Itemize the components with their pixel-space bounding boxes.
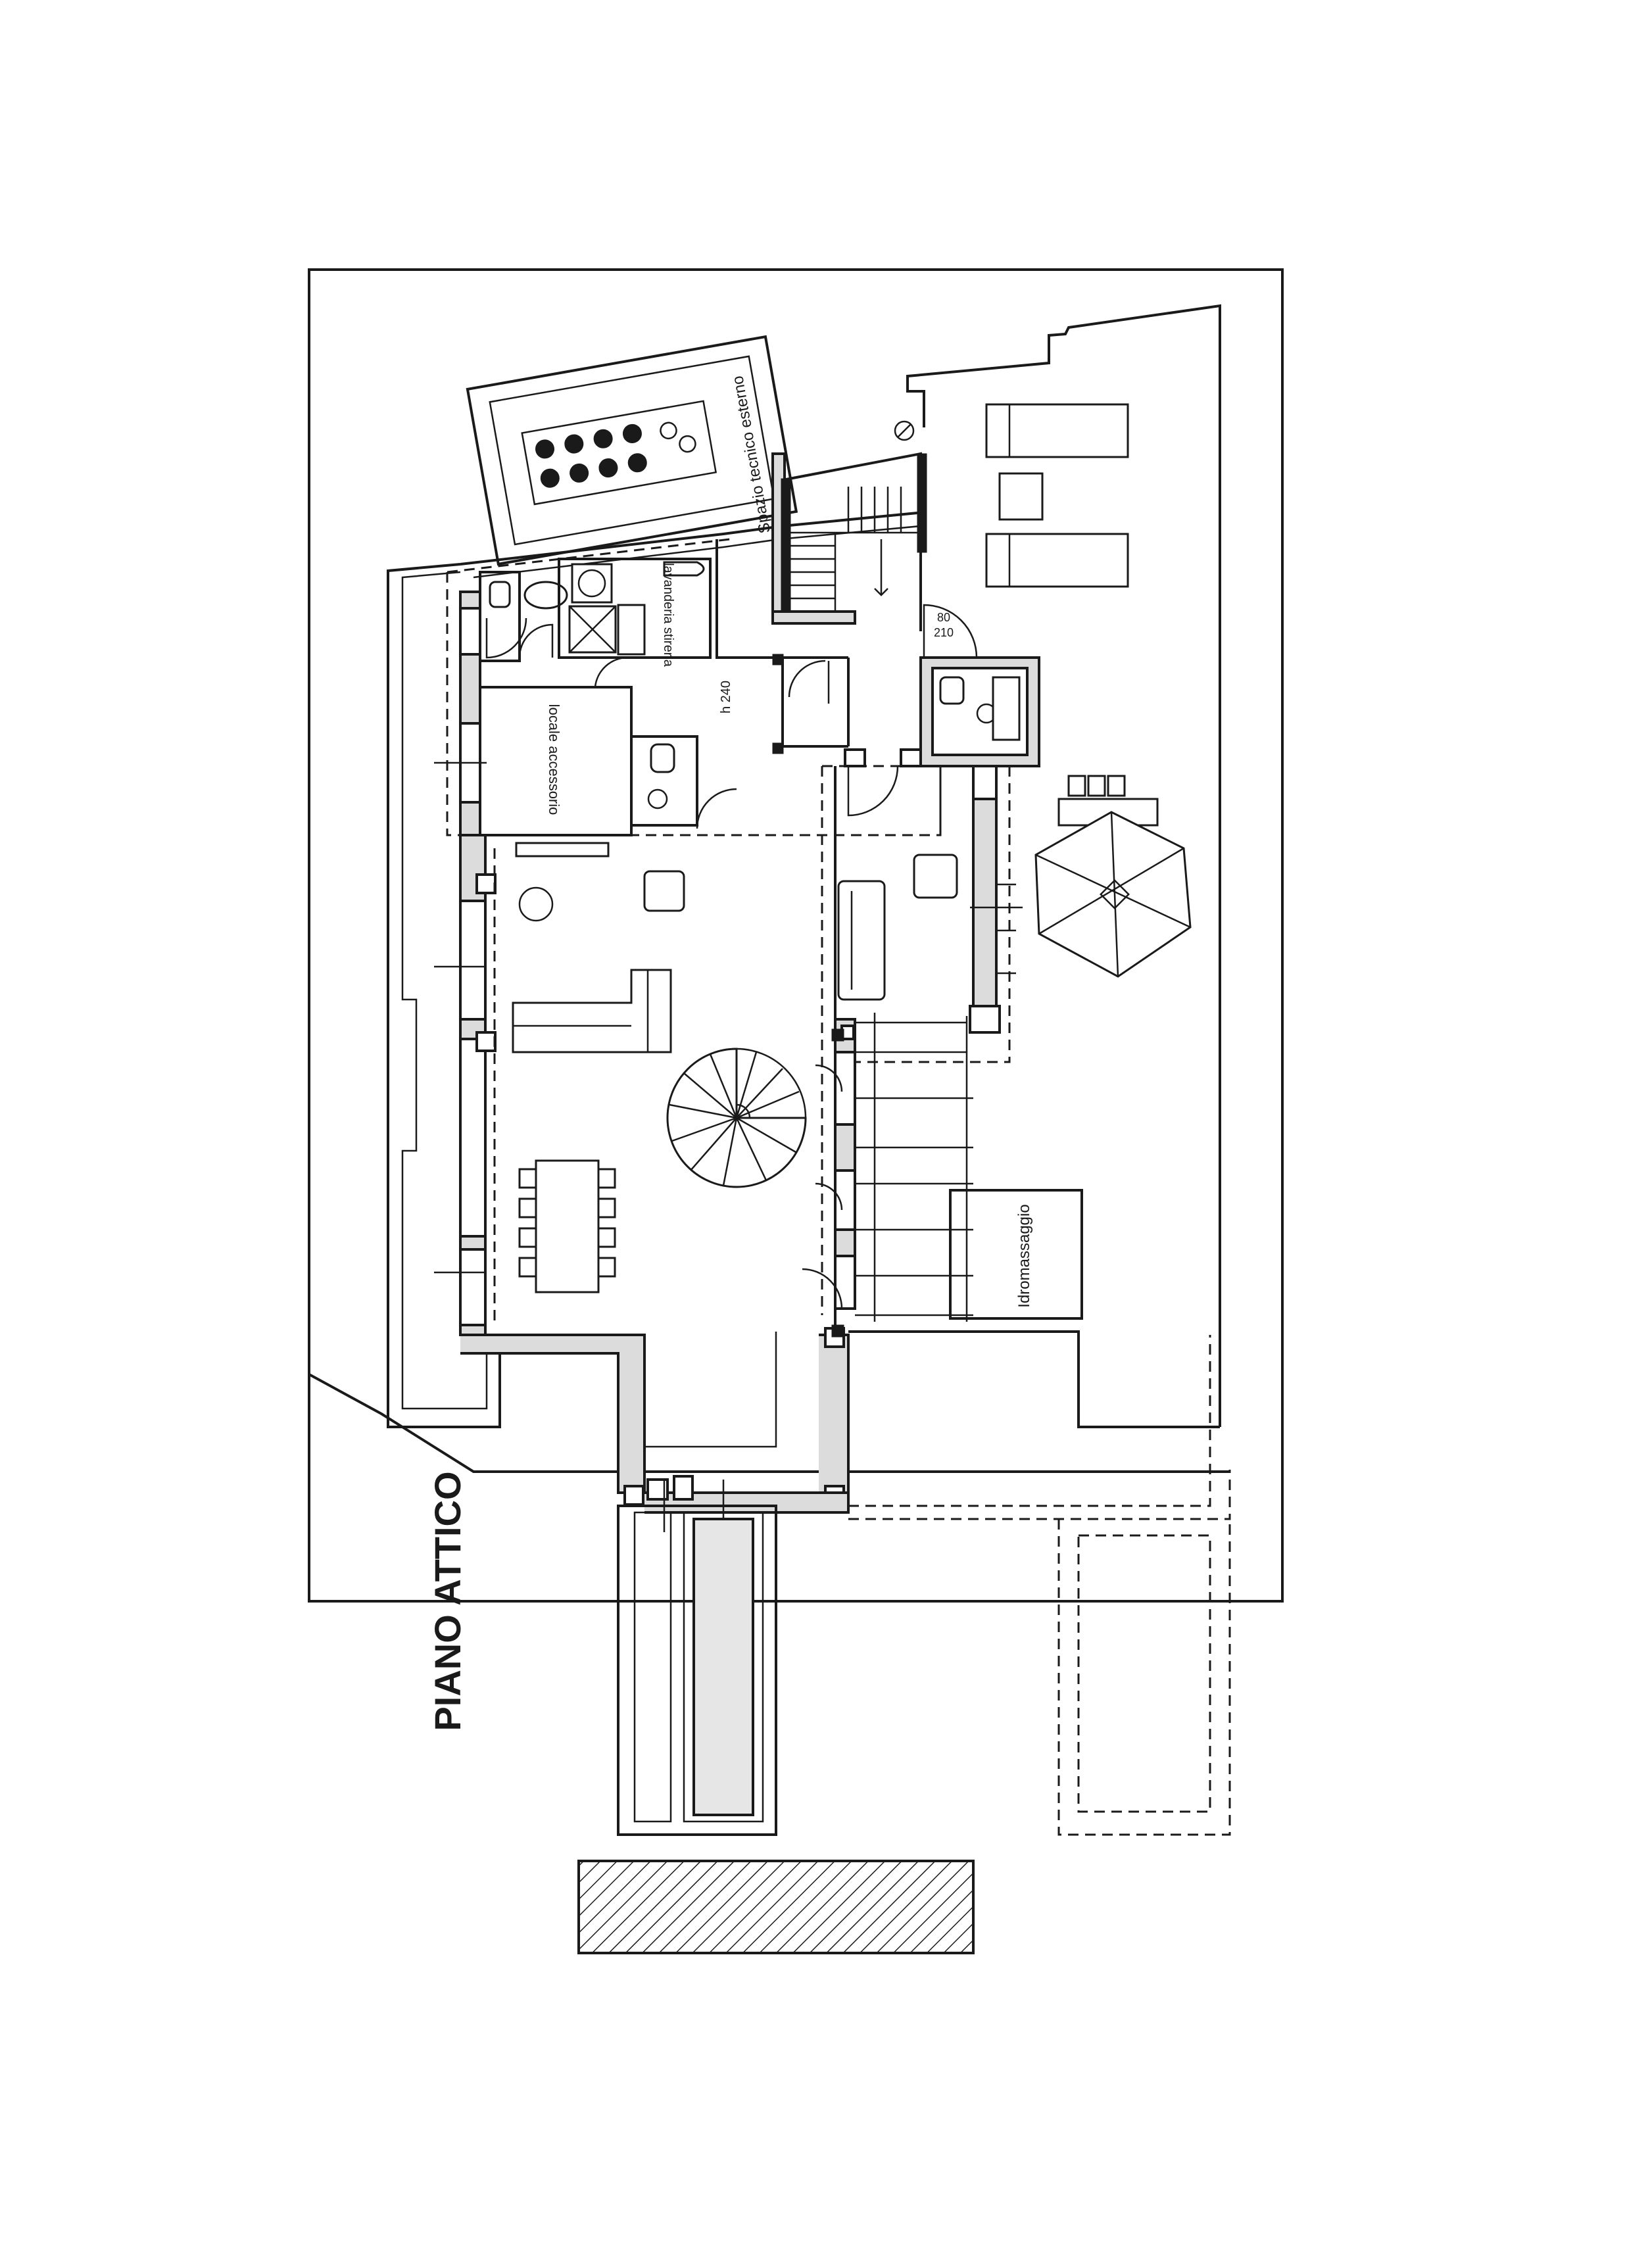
- south-dashed-boundary: [848, 1335, 1211, 1507]
- storage-label: locale accessorio: [546, 704, 562, 815]
- armchair-2: [913, 854, 958, 899]
- laundry-sink: [617, 604, 646, 656]
- ac-units: [535, 422, 696, 488]
- technical-space-label: Spazio tecnico esterno: [729, 374, 774, 535]
- wc-south: [630, 735, 698, 827]
- door-storage: [594, 656, 629, 688]
- hot-tub: [949, 1189, 1083, 1320]
- staircase: [771, 452, 927, 631]
- height-note: h 240: [719, 681, 733, 713]
- door-entrance: [847, 765, 899, 817]
- technical-space: [466, 335, 798, 566]
- hot-tub-label: Idromassaggio: [1015, 1204, 1033, 1307]
- wall-cabinet: [515, 842, 610, 857]
- door-corridor: [788, 660, 826, 698]
- wc-nw: [489, 581, 511, 608]
- south-ramps: [617, 1505, 777, 1836]
- pillar-corr-1: [772, 654, 784, 665]
- terrace-south-edge: [848, 1330, 1220, 1428]
- bathroom-nw: [479, 571, 521, 662]
- drawing-frame: [308, 268, 1284, 1603]
- window-living-2: [459, 1038, 487, 1238]
- door-accessible: [923, 604, 978, 658]
- patio-table-umbrella: [1034, 775, 1192, 978]
- door-wc-south: [696, 788, 737, 829]
- pillar-e1: [972, 765, 998, 800]
- north-edge-dashed: [447, 538, 731, 573]
- ironing-board: [663, 561, 705, 577]
- door-width-note: 80: [937, 611, 950, 624]
- west-parapet-inner: [401, 571, 488, 1410]
- spiral-staircase: [666, 1048, 807, 1188]
- east-wall-lounge: [972, 765, 998, 1017]
- sofa-east: [837, 880, 886, 1001]
- pillar-s1: [623, 1485, 644, 1506]
- page-title: PIANO ATTICO: [427, 1471, 468, 1731]
- pillar-w2: [475, 1031, 497, 1052]
- dining-table: [518, 1159, 616, 1293]
- terrace-outline: [906, 304, 1221, 1427]
- pillar-w1: [475, 873, 497, 894]
- parking-bay: [1077, 1534, 1211, 1813]
- service-block-boundary: [446, 572, 942, 836]
- armchair-1: [643, 870, 685, 912]
- door-bath-nw: [485, 617, 527, 659]
- window-living-3: [459, 1248, 487, 1326]
- sink-nw: [523, 581, 568, 610]
- corner-cut-line: [308, 1373, 1230, 1473]
- pillar-e2: [969, 1005, 1001, 1034]
- sofa-l: [512, 969, 672, 1053]
- window-living-1: [459, 900, 487, 1021]
- stair-marker: [894, 420, 915, 441]
- laundry-room: [558, 558, 712, 659]
- round-table: [518, 886, 554, 922]
- laundry-label: lavanderia stireria: [661, 563, 675, 667]
- window-1: [459, 607, 481, 656]
- sun-loungers: [985, 403, 1129, 588]
- pillar-corr-2: [772, 742, 784, 754]
- north-wall: [460, 512, 918, 566]
- hatched-strip: [577, 1860, 975, 1954]
- door-height-note: 210: [934, 626, 954, 639]
- south-wall-living: [460, 1334, 646, 1494]
- east-glazing: [802, 1013, 973, 1338]
